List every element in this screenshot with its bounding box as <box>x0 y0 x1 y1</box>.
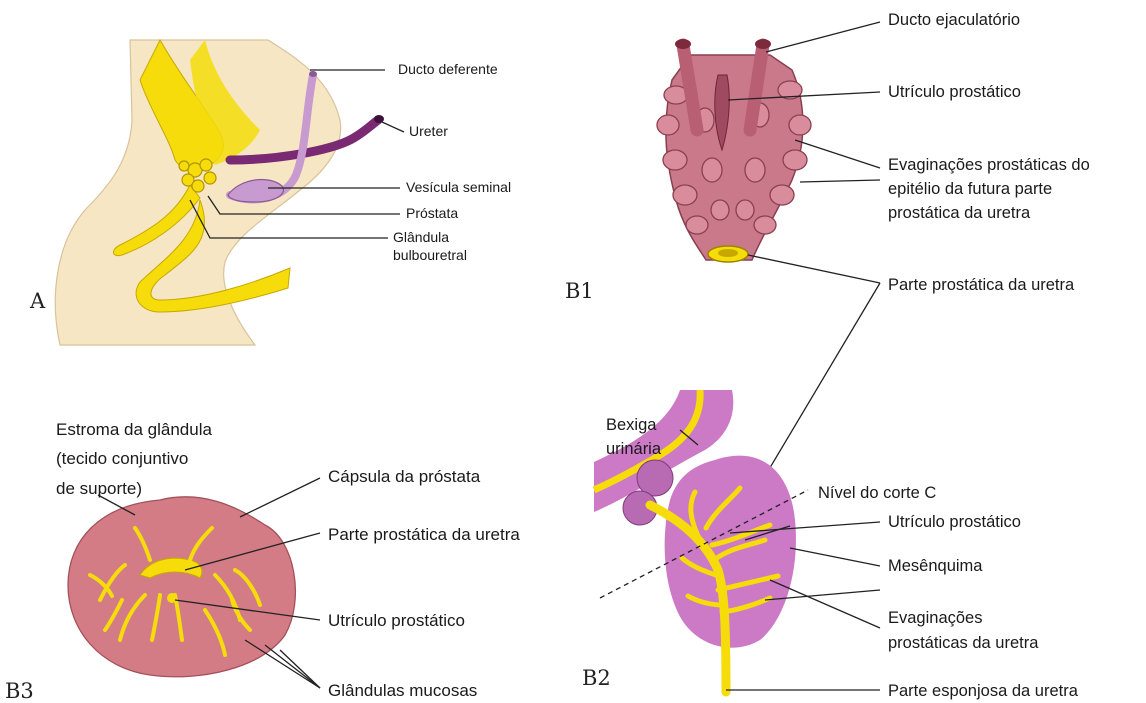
label-glandula-line2: bulbouretral <box>393 247 467 263</box>
b3-utricle <box>167 593 177 603</box>
label-capsula: Cápsula da próstata <box>328 467 481 486</box>
label-estroma-line3: de suporte) <box>56 479 142 498</box>
panel-label-b3: B3 <box>5 679 34 703</box>
label-prostata: Próstata <box>406 205 458 221</box>
label-ureter: Ureter <box>409 123 448 139</box>
label-evaginacoes-line3: prostática da uretra <box>888 204 1031 222</box>
label-parte-esponjosa: Parte esponjosa da uretra <box>888 682 1079 700</box>
label-bexiga-line2: urinária <box>606 440 662 458</box>
panel-label-b2: B2 <box>582 666 611 690</box>
label-b2-utriculo: Utrículo prostático <box>888 513 1021 531</box>
label-estroma-line1: Estroma da glândula <box>56 420 212 439</box>
label-b3-parte-prostatica: Parte prostática da uretra <box>328 525 520 544</box>
label-vesicula-seminal: Vesícula seminal <box>406 179 511 195</box>
panel-b3-illustration <box>68 478 320 688</box>
label-glandulas-mucosas: Glândulas mucosas <box>328 681 477 700</box>
label-evaginacoes-line1: Evaginações prostáticas do <box>888 156 1090 174</box>
label-nivel-corte: Nível do corte C <box>818 484 936 502</box>
label-evaginacoes-line2: epitélio da futura parte <box>888 180 1052 198</box>
label-bexiga-line1: Bexiga <box>606 416 657 434</box>
panel-b2-illustration <box>594 390 880 692</box>
label-b3-utriculo: Utrículo prostático <box>328 611 465 630</box>
ductus-end <box>309 71 317 77</box>
label-b1-utriculo: Utrículo prostático <box>888 83 1021 101</box>
label-estroma-line2: (tecido conjuntivo <box>56 449 188 468</box>
b2-lobe-upper <box>637 460 673 496</box>
panel-label-a: A <box>29 289 46 313</box>
duct-opening-left <box>675 39 691 49</box>
label-b2-evag-line2: prostáticas da uretra <box>888 634 1039 652</box>
panel-label-b1: B1 <box>565 279 594 303</box>
label-ducto-ejaculatorio: Ducto ejaculatório <box>888 11 1020 29</box>
label-b2-evag-line1: Evaginações <box>888 609 982 627</box>
label-mesenquima: Mesênquima <box>888 557 983 575</box>
label-glandula-line1: Glândula <box>393 229 449 245</box>
duct-opening-right <box>755 39 771 49</box>
panel-a-illustration <box>55 40 404 345</box>
label-b1-parte-prostatica: Parte prostática da uretra <box>888 276 1075 294</box>
label-ducto-deferente: Ducto deferente <box>398 61 498 77</box>
b1-urethra-lumen <box>718 249 738 257</box>
